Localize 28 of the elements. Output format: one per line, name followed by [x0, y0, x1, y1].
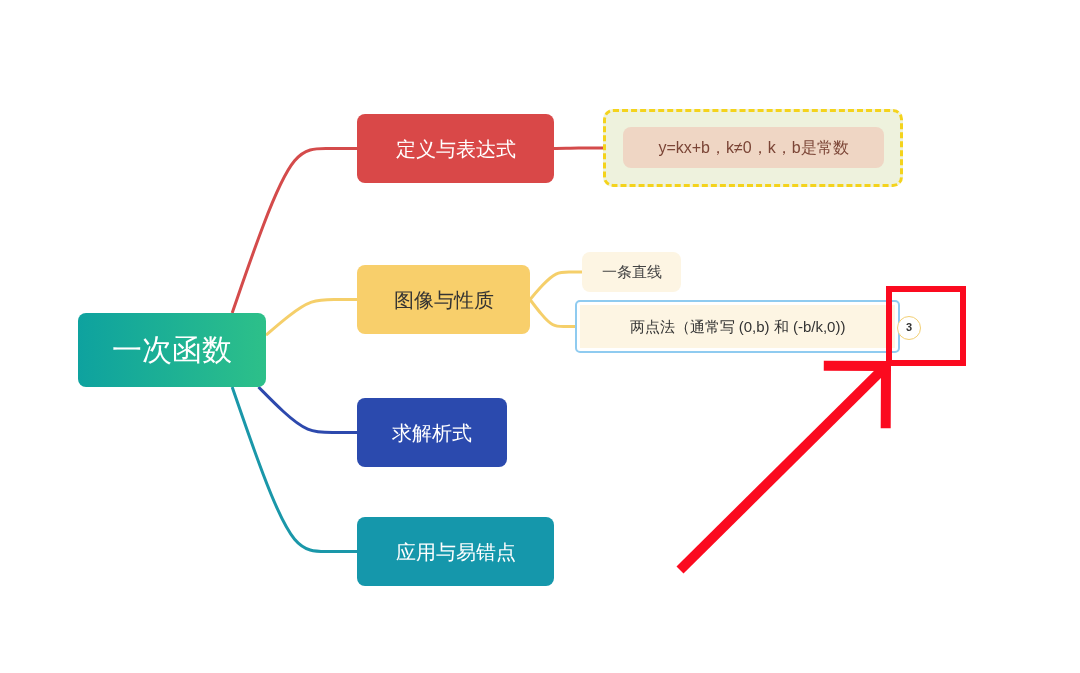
topic-text: 定义与表达式 [395, 136, 516, 161]
dashed-frame [603, 109, 903, 187]
topic-text: 求解析式 [392, 420, 472, 445]
subtopic [623, 127, 884, 168]
pointer-arrow [676, 360, 891, 574]
subtopic [582, 252, 681, 292]
count-text: 3 [905, 321, 913, 335]
main-topic [357, 265, 530, 334]
branch-line [230, 147, 357, 314]
topic-text: 一次函数 [112, 332, 232, 368]
count-badge [897, 316, 921, 340]
topic-text: 一条直线 [601, 263, 662, 281]
main-topic [357, 517, 554, 586]
topic-text: 应用与易错点 [395, 539, 516, 564]
main-topic [357, 398, 507, 467]
selected-subtopic [575, 300, 900, 353]
branch-line [528, 270, 582, 301]
branch-line [553, 146, 603, 150]
branch-line [230, 386, 357, 553]
branch-line [528, 298, 575, 328]
topic-text: 两点法（通常写 (0,b) 和 (-b/k,0)) [629, 317, 846, 336]
branch-line [265, 298, 357, 337]
topic-text: 图像与性质 [393, 287, 494, 312]
central-topic [78, 313, 266, 387]
topic-text: y=kx+b，k≠0，k，b是常数 [658, 137, 849, 158]
branch-line [257, 385, 357, 434]
highlight-frame [886, 286, 966, 366]
main-topic [357, 114, 554, 183]
